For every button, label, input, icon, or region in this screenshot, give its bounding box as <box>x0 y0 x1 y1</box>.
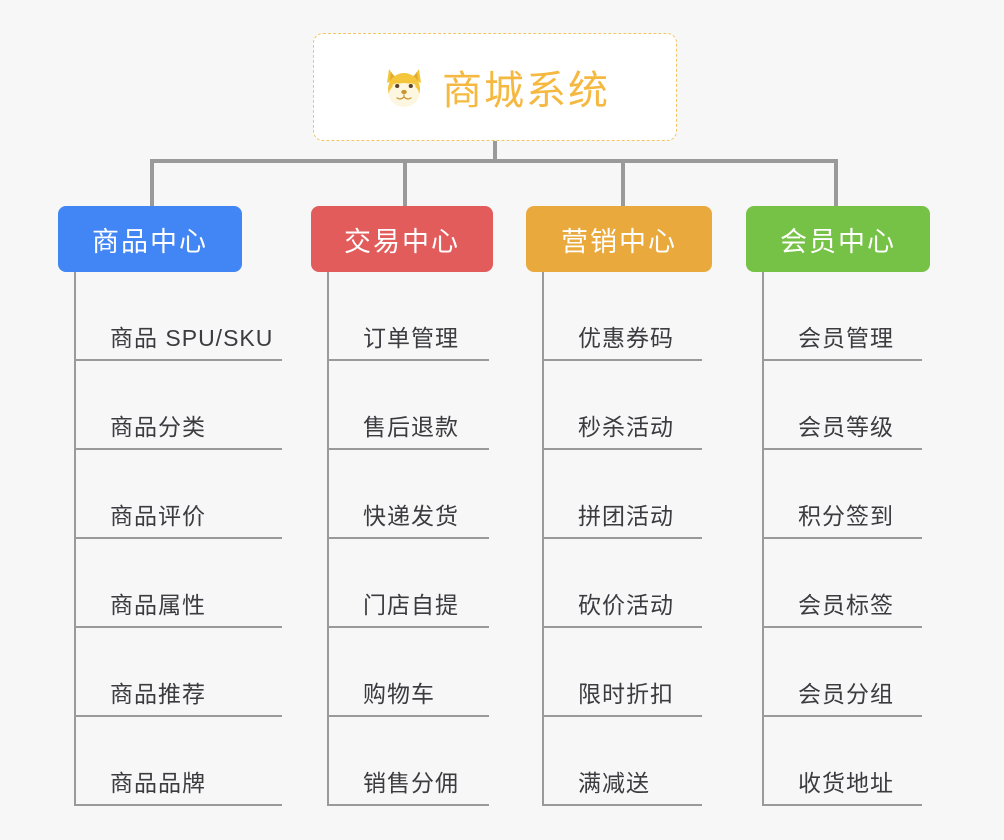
leaf-item-label: 门店自提 <box>363 592 459 618</box>
leaf-item-label: 快递发货 <box>363 503 459 529</box>
leaf-underline <box>544 715 702 717</box>
leaf-item[interactable]: 拼团活动 <box>544 450 712 539</box>
shiba-dog-face-icon <box>380 63 428 111</box>
category-header-1[interactable]: 商品中心 <box>58 206 242 272</box>
leaf-item[interactable]: 优惠券码 <box>544 272 712 361</box>
leaf-item[interactable]: 商品推荐 <box>76 628 282 717</box>
leaf-item[interactable]: 订单管理 <box>329 272 493 361</box>
leaf-item[interactable]: 售后退款 <box>329 361 493 450</box>
leaf-item-label: 满减送 <box>578 770 650 796</box>
leaf-item-label: 砍价活动 <box>578 592 674 618</box>
category-header-4[interactable]: 会员中心 <box>746 206 930 272</box>
leaf-underline <box>76 715 282 717</box>
leaf-item-label: 会员管理 <box>798 325 894 351</box>
leaf-item[interactable]: 购物车 <box>329 628 493 717</box>
leaf-underline <box>764 359 922 361</box>
leaf-item-label: 会员等级 <box>798 414 894 440</box>
category-header-3[interactable]: 营销中心 <box>526 206 712 272</box>
category-column-4: 会员中心会员管理会员等级积分签到会员标签会员分组收货地址 <box>746 206 930 806</box>
leaf-item-label: 拼团活动 <box>578 503 674 529</box>
leaf-underline <box>764 804 922 806</box>
leaf-underline <box>544 537 702 539</box>
leaf-item-label: 订单管理 <box>363 325 459 351</box>
leaf-item[interactable]: 快递发货 <box>329 450 493 539</box>
leaf-underline <box>76 537 282 539</box>
leaf-item-label: 商品推荐 <box>110 681 206 707</box>
connector-horizontal-bus <box>150 159 838 163</box>
leaf-underline <box>544 804 702 806</box>
connector-root-stem <box>493 141 497 162</box>
leaf-item[interactable]: 秒杀活动 <box>544 361 712 450</box>
leaf-item[interactable]: 会员管理 <box>764 272 930 361</box>
leaf-list-2: 订单管理售后退款快递发货门店自提购物车销售分佣 <box>327 272 493 806</box>
leaf-item-label: 会员分组 <box>798 681 894 707</box>
leaf-item-label: 会员标签 <box>798 592 894 618</box>
leaf-underline <box>764 537 922 539</box>
leaf-underline <box>544 448 702 450</box>
leaf-underline <box>764 626 922 628</box>
leaf-list-4: 会员管理会员等级积分签到会员标签会员分组收货地址 <box>762 272 930 806</box>
leaf-underline <box>76 804 282 806</box>
leaf-underline <box>329 715 489 717</box>
leaf-list-1: 商品 SPU/SKU 商品分类商品评价商品属性商品推荐商品品牌 <box>74 272 282 806</box>
leaf-item[interactable]: 商品评价 <box>76 450 282 539</box>
leaf-item[interactable]: 会员等级 <box>764 361 930 450</box>
category-column-1: 商品中心商品 SPU/SKU 商品分类商品评价商品属性商品推荐商品品牌 <box>58 206 282 806</box>
leaf-item-label: 购物车 <box>363 681 435 707</box>
leaf-underline <box>329 804 489 806</box>
leaf-item-label: 限时折扣 <box>578 681 674 707</box>
connector-drop-1 <box>150 159 154 206</box>
leaf-item[interactable]: 门店自提 <box>329 539 493 628</box>
leaf-item[interactable]: 商品属性 <box>76 539 282 628</box>
leaf-item[interactable]: 会员标签 <box>764 539 930 628</box>
leaf-item[interactable]: 积分签到 <box>764 450 930 539</box>
leaf-item-label: 商品分类 <box>110 414 206 440</box>
category-header-2[interactable]: 交易中心 <box>311 206 493 272</box>
leaf-item-label: 收货地址 <box>798 770 894 796</box>
leaf-underline <box>764 448 922 450</box>
leaf-item[interactable]: 砍价活动 <box>544 539 712 628</box>
category-column-3: 营销中心优惠券码秒杀活动拼团活动砍价活动限时折扣满减送 <box>526 206 712 806</box>
leaf-underline <box>544 626 702 628</box>
leaf-underline <box>329 626 489 628</box>
leaf-item-label: 积分签到 <box>798 503 894 529</box>
leaf-item[interactable]: 会员分组 <box>764 628 930 717</box>
leaf-item-label: 商品品牌 <box>110 770 206 796</box>
leaf-underline <box>544 359 702 361</box>
connector-drop-2 <box>403 159 407 206</box>
root-title: 商城系统 <box>442 69 610 113</box>
leaf-item[interactable]: 商品分类 <box>76 361 282 450</box>
leaf-list-3: 优惠券码秒杀活动拼团活动砍价活动限时折扣满减送 <box>542 272 712 806</box>
leaf-item[interactable]: 满减送 <box>544 717 712 806</box>
leaf-item[interactable]: 商品 SPU/SKU <box>76 272 282 361</box>
leaf-item-label: 销售分佣 <box>363 770 459 796</box>
leaf-underline <box>76 359 282 361</box>
leaf-item-label: 优惠券码 <box>578 325 674 351</box>
leaf-item[interactable]: 收货地址 <box>764 717 930 806</box>
leaf-item[interactable]: 限时折扣 <box>544 628 712 717</box>
leaf-item-label: 售后退款 <box>363 414 459 440</box>
leaf-underline <box>329 359 489 361</box>
root-node[interactable]: 商城系统 <box>313 33 677 141</box>
leaf-underline <box>329 448 489 450</box>
connector-drop-3 <box>621 159 625 206</box>
leaf-item-label: 商品评价 <box>110 503 206 529</box>
leaf-underline <box>329 537 489 539</box>
leaf-underline <box>764 715 922 717</box>
category-column-2: 交易中心订单管理售后退款快递发货门店自提购物车销售分佣 <box>311 206 493 806</box>
leaf-item-label: 商品 SPU/SKU <box>110 325 274 351</box>
leaf-underline <box>76 626 282 628</box>
leaf-item-label: 商品属性 <box>110 592 206 618</box>
connector-drop-4 <box>834 159 838 206</box>
leaf-item[interactable]: 销售分佣 <box>329 717 493 806</box>
leaf-item-label: 秒杀活动 <box>578 414 674 440</box>
leaf-item[interactable]: 商品品牌 <box>76 717 282 806</box>
leaf-underline <box>76 448 282 450</box>
